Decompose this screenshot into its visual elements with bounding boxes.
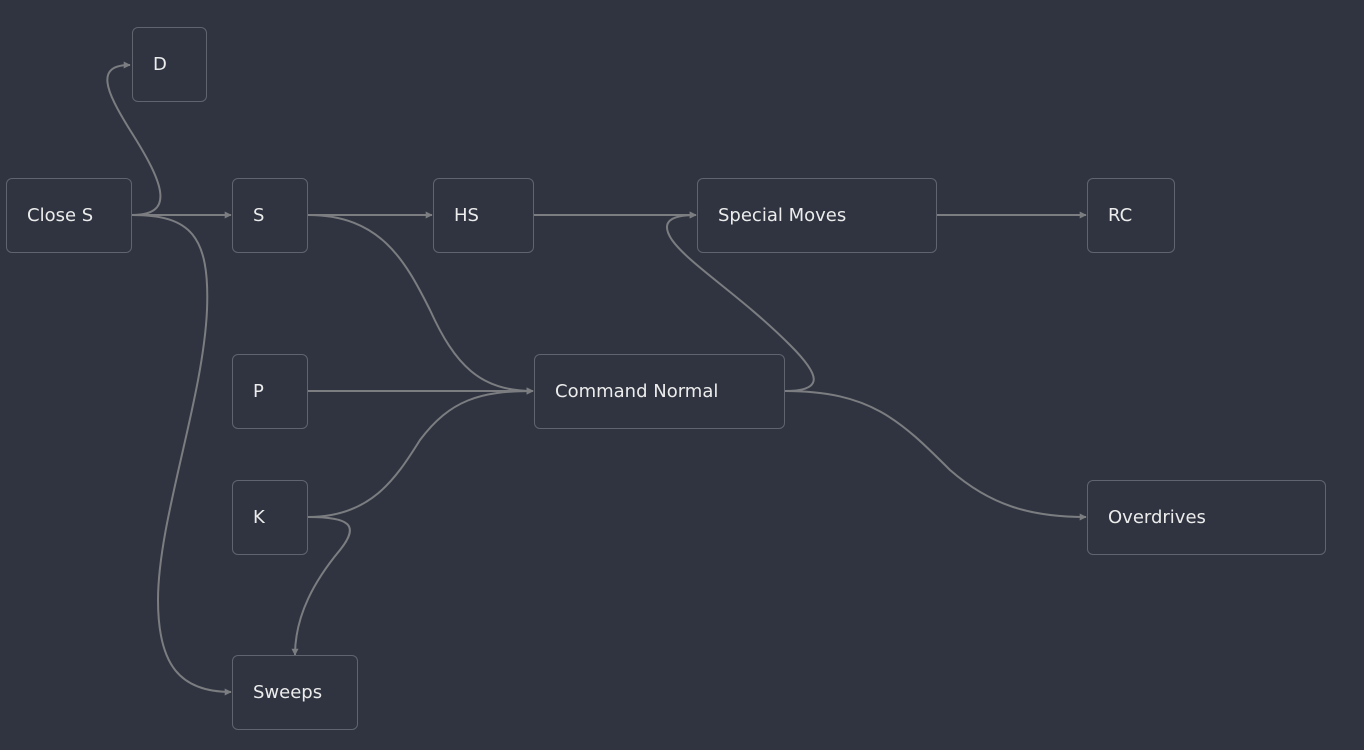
edge-k-to-sweeps <box>291 516 351 656</box>
node-k[interactable]: K <box>232 480 308 555</box>
edge-s-to-command-normal <box>307 214 534 395</box>
node-p[interactable]: P <box>232 354 308 429</box>
node-d[interactable]: D <box>132 27 207 102</box>
edge-close-s-to-d <box>106 61 162 216</box>
edge-command-normal-to-overdrives <box>784 390 1087 521</box>
node-close-s[interactable]: Close S <box>6 178 132 253</box>
node-command-normal[interactable]: Command Normal <box>534 354 785 429</box>
node-special-moves[interactable]: Special Moves <box>697 178 937 253</box>
node-s[interactable]: S <box>232 178 308 253</box>
node-overdrives[interactable]: Overdrives <box>1087 480 1326 555</box>
edge-command-normal-to-special-moves <box>666 211 815 392</box>
node-hs[interactable]: HS <box>433 178 534 253</box>
edge-close-s-to-sweeps <box>131 214 232 696</box>
node-rc[interactable]: RC <box>1087 178 1175 253</box>
node-sweeps[interactable]: Sweeps <box>232 655 358 730</box>
edge-k-to-command-normal <box>307 387 534 518</box>
